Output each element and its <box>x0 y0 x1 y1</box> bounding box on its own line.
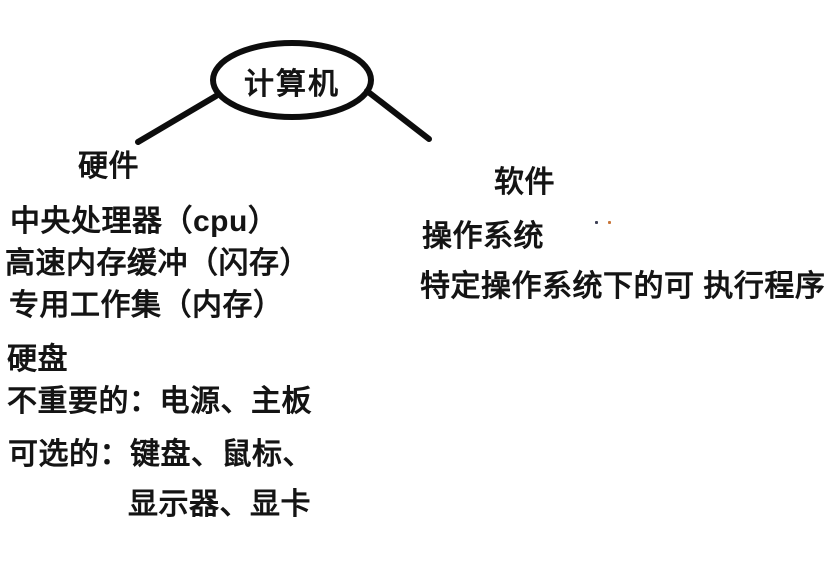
artifact-speck-orange <box>608 221 611 224</box>
branch-label-software: 软件 <box>494 166 555 199</box>
hardware-item-disk: 硬盘 <box>7 343 68 376</box>
hardware-item-working-set: 专用工作集（内存） <box>9 289 284 322</box>
branch-label-hardware: 硬件 <box>78 150 139 183</box>
artifact-speck-dark <box>595 221 598 224</box>
root-node-label: 计算机 <box>244 68 340 101</box>
hardware-item-cache: 高速内存缓冲（闪存） <box>5 247 310 280</box>
hardware-item-optional-continued: 显示器、显卡 <box>128 488 311 521</box>
hardware-item-cpu: 中央处理器（cpu） <box>10 205 279 238</box>
branch-line-software <box>364 88 432 142</box>
branch-line-hardware <box>135 93 219 145</box>
software-item-os: 操作系统 <box>422 220 544 253</box>
hardware-item-optional: 可选的：键盘、鼠标、 <box>8 438 313 471</box>
hardware-item-unimportant: 不重要的：电源、主板 <box>7 385 312 418</box>
software-item-programs: 特定操作系统下的可 执行程序 <box>420 270 826 303</box>
